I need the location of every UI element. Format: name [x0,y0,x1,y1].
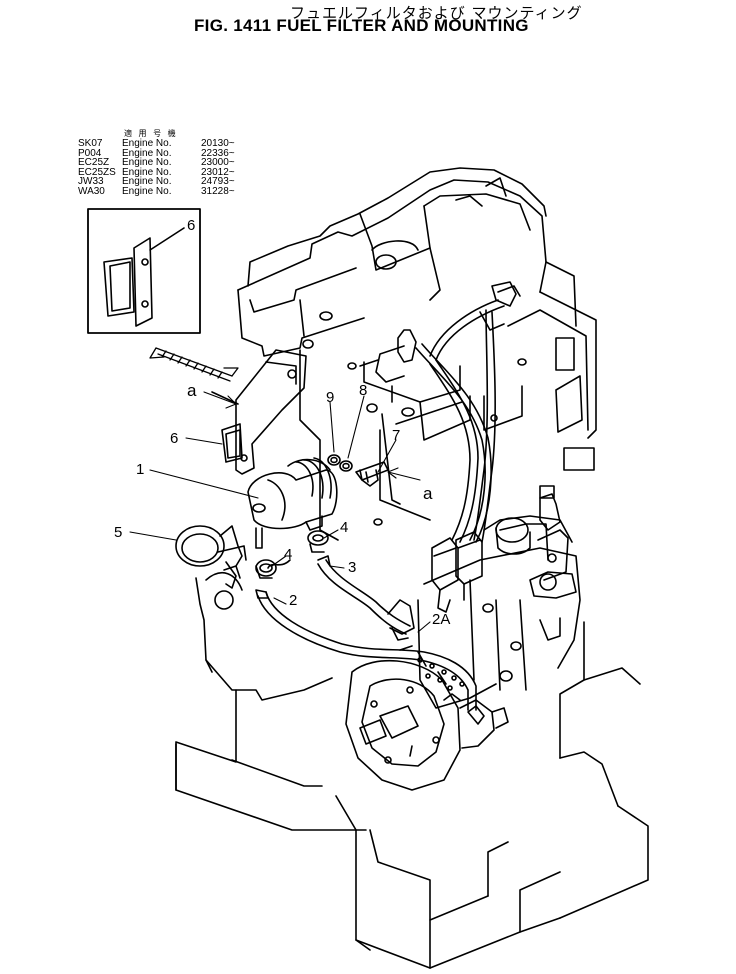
engine-label: Engine No. [122,157,172,169]
engine-label: Engine No. [122,166,172,178]
engine-number: 23012~ [201,166,235,178]
view-arrow-a-left: a [187,381,197,400]
filter-bracket [211,349,307,475]
hose-clamp-band [175,525,247,589]
figure-title: FIG. 1411 FUEL FILTER AND MOUNTING [194,16,529,35]
callout-1: 1 [136,461,144,478]
engine-label: Engine No. [122,176,172,188]
injection-pipes [359,281,521,613]
washers-and-bolt [327,454,389,487]
callout-3: 3 [348,559,356,576]
engine-block [175,167,649,969]
serial-applicability-table: SK07 Engine No. 20130~ P004 Engine No. 2… [78,130,235,197]
engine-label: Engine No. [122,185,172,197]
engine-number: 24793~ [201,176,235,188]
serial-row: JW33 Engine No. 24793~ [78,177,235,187]
serial-table-header: 適 用 号 機 [124,129,178,138]
callout-6-inset: 6 [187,217,195,234]
engine-label: Engine No. [122,147,172,159]
model-code: P004 [78,147,102,159]
serial-row: EC25Z Engine No. 23000~ [78,158,235,168]
model-code: JW33 [78,176,104,188]
callout-6: 6 [170,430,178,447]
serial-row: EC25ZS Engine No. 23012~ [78,166,235,178]
callout-9: 9 [326,389,334,406]
serial-row: P004 Engine No. 22336~ [78,147,235,159]
callout-5: 5 [114,524,122,541]
callout-labels: 6 1 2 2A 3 4 4 5 6 7 8 9 a a [114,217,450,628]
callout-7: 7 [392,427,400,444]
serial-row: WA30 Engine No. 31228~ [78,187,235,197]
figure-title-japanese: フュエルフィルタおよび マウンティング [290,4,583,22]
fuel-hoses [255,555,477,711]
model-code: SK07 [78,138,103,149]
serial-row: SK07 Engine No. 20130~ [78,139,235,149]
callout-4-upper: 4 [340,519,348,536]
leader-line [149,227,185,251]
engine-number: 20130~ [201,138,235,149]
view-arrow-a-right: a [423,484,433,503]
model-code: WA30 [78,185,105,197]
model-code: EC25ZS [78,166,116,178]
callout-8: 8 [359,382,367,399]
double-arrow-icon [149,347,239,382]
engine-number: 31228~ [201,185,235,197]
injection-pump [345,485,581,791]
engine-number: 23000~ [201,157,235,169]
callout-4-lower: 4 [284,546,292,563]
callout-2: 2 [289,592,297,609]
leader-lines [129,391,431,633]
engine-number: 22336~ [201,147,235,159]
model-code: EC25Z [78,157,110,169]
engine-label: Engine No. [122,138,172,149]
callout-2a: 2A [432,611,450,628]
fuel-filter [247,457,338,569]
inset-detail-box [87,208,201,334]
hose-clips [255,530,329,579]
